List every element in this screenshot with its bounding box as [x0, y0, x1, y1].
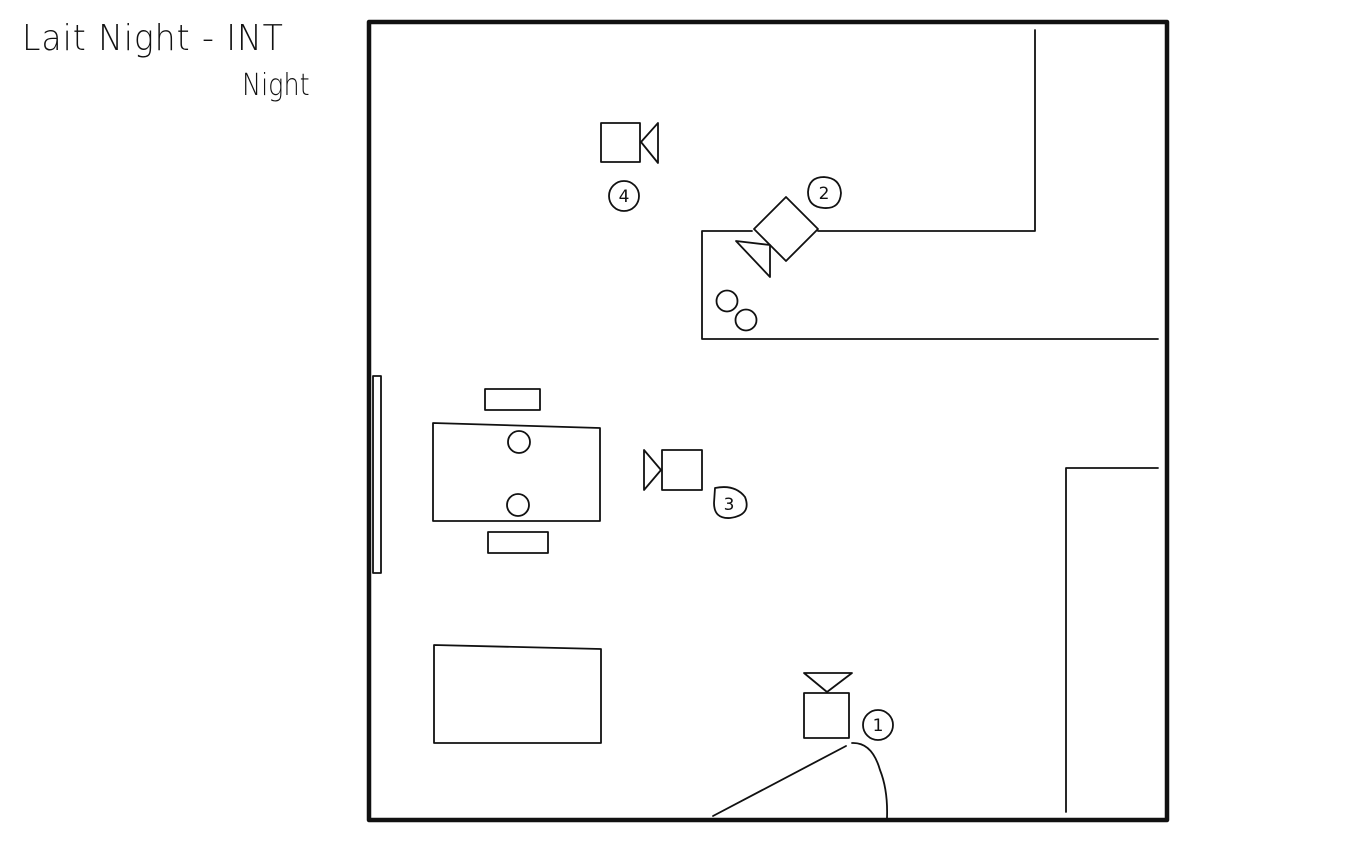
- diagram-title: Lait Night - INT: [22, 18, 284, 59]
- camera-number-label: 1: [873, 716, 884, 736]
- camera-number-badge: [862, 709, 894, 741]
- chair-bottom: [487, 531, 549, 554]
- person-marker: [507, 430, 531, 454]
- camera-2: 2: [735, 176, 842, 278]
- camera-number-badge: [807, 176, 842, 209]
- camera-number-label: 3: [724, 495, 735, 515]
- camera-lens-icon: [803, 672, 853, 693]
- left-wall-door: [372, 375, 382, 574]
- diagram-subtitle: Night: [242, 68, 310, 103]
- right-partition: [1065, 467, 1159, 813]
- room-wall: [366, 19, 1170, 823]
- camera-number-badge: [713, 486, 748, 519]
- title-block: Lait Night - INT Night: [22, 18, 342, 118]
- table: [432, 422, 601, 522]
- chair-top: [484, 388, 541, 411]
- entrance-line: [712, 745, 847, 817]
- camera-icon: [661, 449, 703, 491]
- entrance-curve: [851, 742, 889, 819]
- camera-number-badge: [608, 180, 640, 212]
- camera-icon: [803, 692, 850, 739]
- sofa: [433, 644, 602, 744]
- camera-3: 3: [643, 449, 748, 519]
- camera-number-label: 2: [819, 184, 830, 204]
- camera-icon: [753, 196, 819, 262]
- camera-1: 1: [803, 672, 894, 741]
- bar-stool: [734, 308, 758, 332]
- camera-lens-icon: [643, 449, 662, 491]
- bar-counter: [701, 230, 1159, 340]
- camera-icon: [600, 122, 641, 163]
- camera-lens-icon: [735, 240, 771, 278]
- bar-back-wall: [817, 29, 1036, 232]
- bar-stool: [715, 289, 739, 313]
- camera-lens-icon: [640, 122, 659, 164]
- camera-4: 4: [600, 122, 659, 212]
- person-marker: [506, 493, 530, 517]
- camera-number-label: 4: [619, 187, 630, 207]
